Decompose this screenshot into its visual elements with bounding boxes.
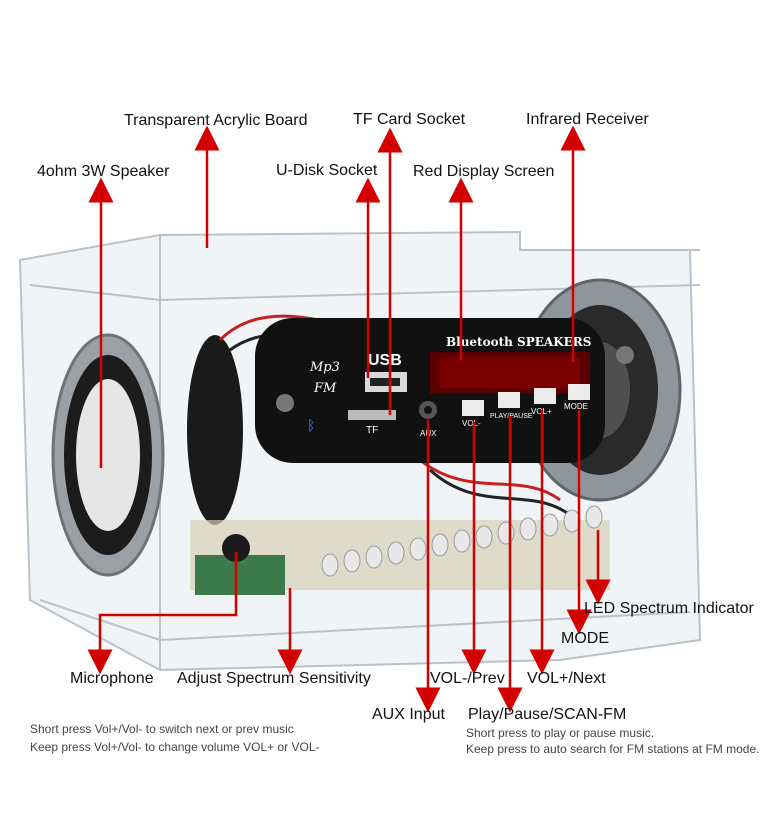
panel-logo-bottom: FM [313, 381, 337, 396]
label-led-spectrum-indicator: LED Spectrum Indicator [584, 600, 754, 617]
note-play-keep-press: Keep press to auto search for FM station… [466, 742, 760, 756]
note-play-short-press: Short press to play or pause music. [466, 726, 655, 740]
label-vol-plus-next: VOL+/Next [527, 670, 606, 687]
mp3-panel: Mp3 FM USB TF AUX Bluetooth SPEAKERS VOL… [255, 318, 634, 463]
led-bulb [387, 541, 405, 565]
label-play-pause-scan-fm: Play/Pause/SCAN-FM [468, 706, 627, 723]
label-vol-minus-prev: VOL-/Prev [430, 670, 505, 687]
led-bulb [321, 553, 339, 577]
label-aux-input: AUX Input [372, 706, 445, 723]
led-bulb [453, 529, 471, 553]
led-bulb [343, 549, 361, 573]
led-bulb [475, 525, 493, 549]
label-speaker: 4ohm 3W Speaker [37, 163, 170, 180]
label-adjust-spectrum-sensitivity: Adjust Spectrum Sensitivity [177, 670, 371, 687]
led-bulb [541, 513, 559, 537]
label-mode: MODE [561, 630, 609, 647]
led-bulb [365, 545, 383, 569]
led-bulb [585, 505, 603, 529]
led-bulb [497, 521, 515, 545]
label-tf-card-socket: TF Card Socket [353, 111, 466, 128]
panel-logo-top: Mp3 [309, 360, 340, 375]
note-vol-keep-press: Keep press Vol+/Vol- to change volume VO… [30, 740, 320, 754]
led-spectrum-row [321, 505, 603, 577]
panel-usb-label: USB [368, 352, 402, 369]
led-bulb [519, 517, 537, 541]
panel-btn-play: PLAY/PAUSE [490, 413, 533, 420]
panel-btn-mode: MODE [564, 402, 588, 411]
panel-tf-label: TF [366, 425, 378, 436]
panel-btn-vol-plus: VOL+ [531, 407, 552, 416]
led-bulb [409, 537, 427, 561]
label-infrared-receiver: Infrared Receiver [526, 111, 649, 128]
label-transparent-acrylic-board: Transparent Acrylic Board [124, 112, 308, 129]
led-bulb [431, 533, 449, 557]
panel-aux-label: AUX [420, 429, 437, 438]
label-red-display-screen: Red Display Screen [413, 163, 555, 180]
panel-title: Bluetooth SPEAKERS [446, 335, 591, 349]
note-vol-short-press: Short press Vol+/Vol- to switch next or … [30, 722, 294, 736]
bluetooth-icon: ᛒ [307, 417, 315, 433]
panel-btn-vol-minus: VOL- [462, 419, 481, 428]
led-bulb [563, 509, 581, 533]
left-speaker [51, 333, 243, 577]
label-u-disk-socket: U-Disk Socket [276, 162, 378, 179]
label-microphone: Microphone [70, 670, 154, 687]
